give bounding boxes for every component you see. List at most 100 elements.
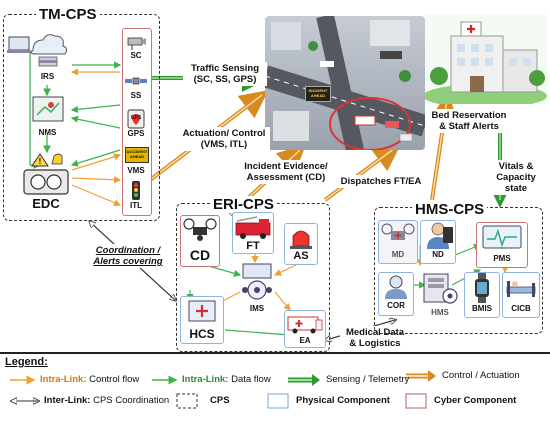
hms-cps-title: HMS-CPS xyxy=(412,201,488,218)
incident-management-icon xyxy=(242,263,272,300)
hms-node: HMS xyxy=(420,270,460,320)
doctor-icon xyxy=(427,222,453,249)
vms-sign: ACCIDENT AHEAD xyxy=(125,147,149,163)
legend-cps-box xyxy=(176,393,198,409)
cor-label: COR xyxy=(387,301,405,310)
md-node: MD xyxy=(378,220,418,264)
dispatches-annotation: Dispatches FT/EA xyxy=(336,175,426,188)
ambulance-icon xyxy=(287,316,323,334)
vms-label: VMS xyxy=(127,166,145,175)
hospital-server-icon xyxy=(423,273,458,304)
bed-reservation-annotation: Bed Reservation & Staff Alerts xyxy=(426,109,512,133)
legend-cyber-label: Cyber Component xyxy=(434,395,517,406)
bmis-label: BMIS xyxy=(472,304,492,313)
gps-device-icon xyxy=(127,109,145,129)
legend-control-arrow xyxy=(406,370,436,382)
satellite-icon xyxy=(125,77,147,85)
legend-cyber-box xyxy=(405,393,427,409)
pms-node: PMS xyxy=(476,222,528,268)
alarm-siren-icon xyxy=(290,230,312,249)
fire-truck-icon xyxy=(235,216,271,239)
gps-label: GPS xyxy=(127,129,145,138)
legend-control-flow-bold: Intra-Link: xyxy=(40,374,87,385)
as-node: AS xyxy=(284,223,318,265)
incident-evidence-annotation: Incident Evidence/ Assessment (CD) xyxy=(234,160,338,184)
hcs-node: HCS xyxy=(180,296,224,344)
edc-node: ! EDC xyxy=(18,152,74,212)
pms-label: PMS xyxy=(493,254,511,263)
legend-inter-link-bold: Inter-Link: xyxy=(44,395,91,406)
cicb-label: CICB xyxy=(511,304,531,313)
legend-data-flow-rest: Data flow xyxy=(228,374,271,385)
legend-physical-label: Physical Component xyxy=(296,395,390,406)
legend-data-flow-label: Intra-Link: Data flow xyxy=(182,374,271,385)
incident-road-sign: INCIDENT AHEAD xyxy=(305,86,331,102)
legend-sensing-label: Sensing / Telemetry xyxy=(326,374,410,385)
legend-control-flow-label: Intra-Link: Control flow xyxy=(40,374,139,385)
legend-data-flow-bold: Intra-Link: xyxy=(182,374,229,385)
edc-label: EDC xyxy=(32,196,60,211)
cicb-node: CICB xyxy=(502,272,540,318)
irs-node: IRS xyxy=(25,30,70,85)
medical-drone-icon xyxy=(381,223,415,240)
gps-device-text: GPS xyxy=(130,115,142,121)
icu-bed-icon xyxy=(506,281,536,297)
bmis-node: BMIS xyxy=(464,272,500,318)
legend-physical-box xyxy=(267,393,289,409)
ims-node: IMS xyxy=(237,262,277,318)
ea-node: EA xyxy=(284,310,326,348)
cd-label: CD xyxy=(189,247,211,263)
actuation-annotation: Actuation/ Control (VMS, ITL) xyxy=(178,127,270,151)
patient-monitor-icon xyxy=(482,225,522,249)
legend-sensing-arrow xyxy=(288,374,320,386)
irs-laptop xyxy=(6,35,32,57)
laptop-icon xyxy=(7,36,31,53)
vitals-annotation: Vitals & Capacity state xyxy=(482,160,550,195)
emergency-center-icon: ! xyxy=(23,153,69,195)
hms-label: HMS xyxy=(431,308,449,317)
healthcare-server-icon xyxy=(188,300,216,322)
drone-icon xyxy=(183,218,217,241)
legend-inter-link-label: Inter-Link: CPS Coordination xyxy=(44,395,169,406)
coroner-icon xyxy=(385,275,407,299)
hospital-building-illustration xyxy=(425,21,547,104)
hospital-scene xyxy=(425,14,547,104)
smartwatch-icon xyxy=(475,273,489,303)
cor-node: COR xyxy=(378,272,414,316)
legend-control-flow-rest: Control flow xyxy=(86,374,140,385)
ft-label: FT xyxy=(246,240,260,252)
legend-control-label: Control / Actuation xyxy=(442,370,520,381)
ss-label: SS xyxy=(130,91,142,100)
nms-label: NMS xyxy=(38,128,57,137)
hcs-label: HCS xyxy=(189,327,215,341)
vms-node: ACCIDENT AHEAD VMS xyxy=(124,145,149,179)
cloud-server-icon xyxy=(30,34,68,67)
traffic-sensing-annotation: Traffic Sensing (SC, SS, GPS) xyxy=(183,62,267,86)
eri-cps-title: ERI-CPS xyxy=(210,196,277,213)
sc-node: SC xyxy=(124,32,148,64)
sc-label: SC xyxy=(130,51,142,60)
svg-text:!: ! xyxy=(39,157,42,166)
cd-node: CD xyxy=(180,215,220,267)
gps-node: GPS GPS xyxy=(124,108,148,142)
coordination-annotation: Coordination / Alerts covering xyxy=(86,244,170,268)
city-roads-illustration xyxy=(265,16,425,150)
itl-node: ITL xyxy=(124,180,148,214)
legend-title: Legend: xyxy=(5,356,48,368)
irs-label: IRS xyxy=(40,72,55,81)
traffic-light-icon xyxy=(132,181,140,200)
nms-node: NMS xyxy=(25,95,70,140)
camera-icon xyxy=(127,37,146,50)
itl-label: ITL xyxy=(130,201,142,210)
legend: Legend: Intra-Link: Control flow xyxy=(0,352,550,422)
legend-cps-label: CPS xyxy=(210,395,230,406)
ims-label: IMS xyxy=(249,304,265,313)
tm-cps-title: TM-CPS xyxy=(36,6,100,23)
ea-label: EA xyxy=(299,336,311,345)
city-traffic-scene: INCIDENT AHEAD xyxy=(265,16,425,150)
dispatches-arrow xyxy=(323,143,402,202)
legend-symbols xyxy=(10,370,436,409)
network-map-icon xyxy=(32,96,64,122)
vms-sign-text: ACCIDENT AHEAD xyxy=(126,149,148,159)
nd-label: ND xyxy=(432,250,444,259)
